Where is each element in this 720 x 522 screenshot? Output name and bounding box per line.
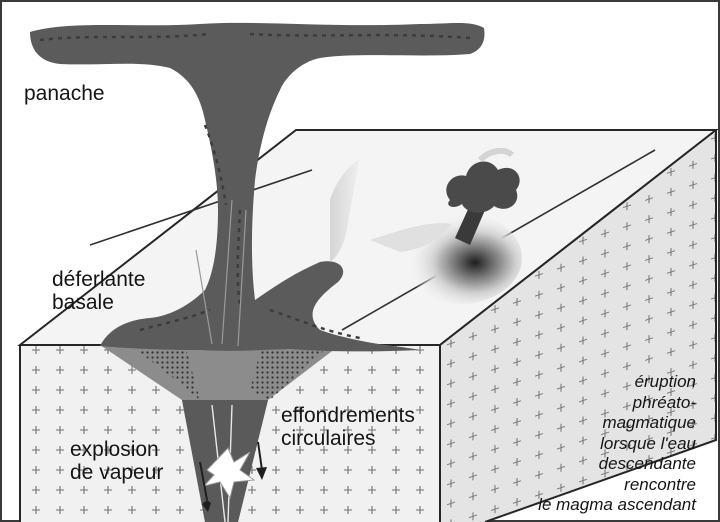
label-explosion: explosion de vapeur — [70, 438, 163, 484]
label-effondrements-line-2: circulaires — [281, 427, 415, 450]
label-eruption: éruption phréato- magmatique lorsque l'e… — [538, 372, 696, 516]
crater-shadow — [398, 212, 522, 304]
label-deferlante-line-2: basale — [52, 291, 145, 314]
label-deferlante-line-1: déferlante — [52, 268, 145, 291]
label-explosion-line-1: explosion — [70, 438, 163, 461]
label-explosion-line-2: de vapeur — [70, 461, 163, 484]
label-eruption-line-3: magmatique — [538, 413, 696, 434]
label-eruption-line-6: rencontre — [538, 475, 696, 496]
label-deferlante: déferlante basale — [52, 268, 145, 314]
label-eruption-line-4: lorsque l'eau — [538, 434, 696, 455]
label-eruption-line-5: descendante — [538, 454, 696, 475]
label-effondrements: effondrements circulaires — [281, 404, 415, 450]
label-eruption-line-7: le magma ascendant — [538, 495, 696, 516]
label-effondrements-line-1: effondrements — [281, 404, 415, 427]
label-eruption-line-2: phréato- — [538, 393, 696, 414]
label-panache-text: panache — [24, 82, 105, 105]
label-panache: panache — [24, 82, 105, 105]
label-eruption-line-1: éruption — [538, 372, 696, 393]
